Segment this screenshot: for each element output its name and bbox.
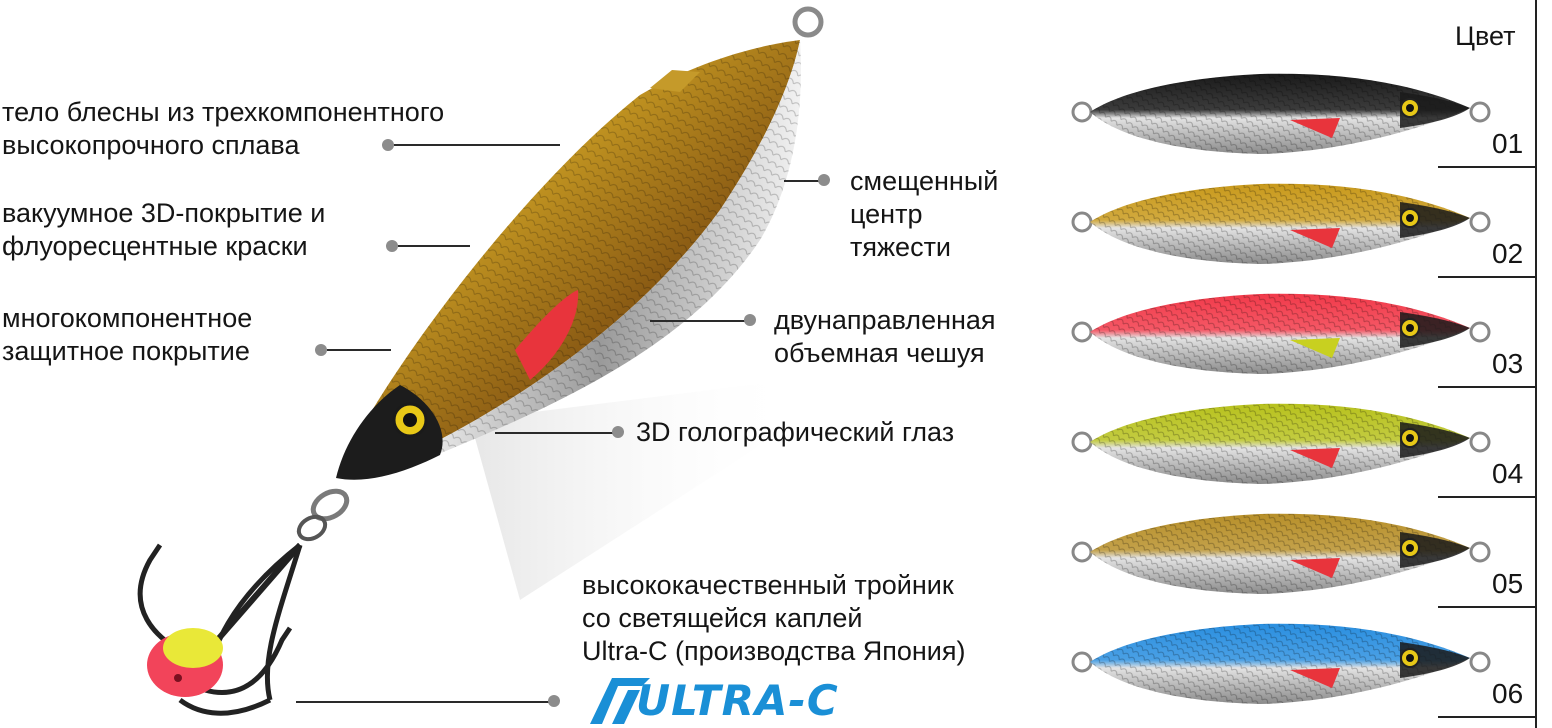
small-lure-icon: [1071, 183, 1491, 264]
callout-leader-line: [784, 180, 820, 182]
callout-dot: [382, 139, 394, 151]
callout-hook-line2: со светящейся каплей: [582, 603, 863, 633]
color-code: 02: [1492, 238, 1524, 269]
callout-dot: [315, 344, 327, 356]
color-code: 01: [1492, 128, 1524, 159]
callout-dot: [612, 426, 624, 438]
callout-body-line1: тело блесны из трехкомпонентного: [2, 97, 445, 127]
callout-dot: [386, 240, 398, 252]
color-code: 06: [1492, 678, 1524, 709]
callout-dot: [818, 174, 830, 186]
small-lure-icon: [1071, 293, 1491, 374]
small-lure-icon: [1071, 513, 1491, 594]
color-code: 04: [1492, 458, 1524, 489]
color-panel-header: Цвет: [1455, 21, 1516, 51]
color-row-divider: [1438, 166, 1535, 168]
callout-leader-line: [327, 349, 391, 351]
callout-leader-line: [394, 144, 560, 146]
callout-scale-line1: двунаправленная: [774, 305, 996, 335]
callout-leader-line: [398, 245, 470, 247]
callout-leader-line: [296, 701, 550, 703]
color-swatch-item[interactable]: 03: [1060, 280, 1535, 390]
color-row-divider: [1438, 276, 1535, 278]
callout-leader-line: [495, 432, 615, 434]
callout-coating-line2: флуоресцентные краски: [2, 231, 308, 261]
color-swatch-item[interactable]: 02: [1060, 170, 1535, 280]
callout-center-line1: смещенный: [850, 166, 999, 196]
color-swatch-item[interactable]: 05: [1060, 500, 1535, 610]
callout-body-line2: высокопрочного сплава: [2, 130, 300, 160]
callout-center-line2: центр: [850, 199, 923, 229]
callout-dot: [548, 695, 560, 707]
callout-scale-line2: объемная чешуя: [774, 338, 985, 368]
small-lure-icon: [1071, 73, 1491, 154]
callout-center-line3: тяжести: [850, 232, 952, 262]
callout-hook-line3: Ultra-C (производства Япония): [582, 636, 966, 666]
color-code: 05: [1492, 568, 1524, 599]
color-panel-divider: [1535, 0, 1537, 728]
small-lure-icon: [1071, 623, 1491, 704]
ultra-c-logo: ULTRA-C: [580, 676, 910, 726]
callout-leader-line: [650, 320, 746, 322]
color-swatch-item[interactable]: 06: [1060, 610, 1535, 720]
small-lure-icon: [1071, 403, 1491, 484]
callout-dot: [744, 314, 756, 326]
callout-hook-line1: высококачественный тройник: [582, 570, 954, 600]
color-row-divider: [1438, 386, 1535, 388]
color-row-divider: [1438, 716, 1535, 718]
callout-coating-line1: вакуумное 3D-покрытие и: [2, 198, 326, 228]
callout-eye: 3D голографический глаз: [636, 417, 955, 447]
callout-protect-line2: защитное покрытие: [2, 336, 250, 366]
color-row-divider: [1438, 606, 1535, 608]
color-row-divider: [1438, 496, 1535, 498]
callout-protect-line1: многокомпонентное: [2, 303, 253, 333]
ultra-c-logo-text: ULTRA-C: [636, 676, 839, 725]
ultra-c-logo-mark: [590, 678, 650, 724]
color-swatch-item[interactable]: 04: [1060, 390, 1535, 500]
color-swatch-item[interactable]: 01: [1060, 60, 1535, 170]
color-code: 03: [1492, 348, 1524, 379]
